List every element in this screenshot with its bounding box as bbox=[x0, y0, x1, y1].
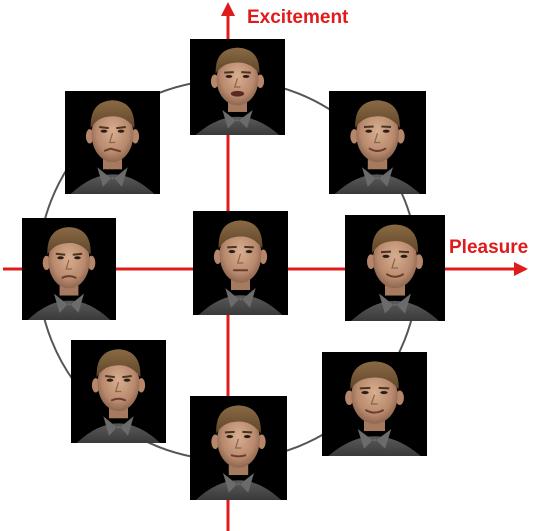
pleasure-axis-arrowhead bbox=[514, 262, 528, 276]
face-left-portrait bbox=[22, 218, 116, 320]
face-top-right-portrait bbox=[329, 91, 426, 194]
face-top-left-portrait bbox=[65, 91, 160, 194]
excitement-axis-arrowhead bbox=[221, 2, 235, 16]
face-bottom-left-portrait bbox=[71, 340, 166, 443]
pleasure-axis-label: Pleasure bbox=[449, 237, 529, 258]
face-right-portrait bbox=[345, 215, 445, 321]
face-center-portrait bbox=[193, 211, 288, 315]
face-top-portrait bbox=[190, 39, 285, 135]
face-bottom-right-portrait bbox=[322, 352, 427, 456]
excitement-axis-label: Excitement bbox=[247, 7, 349, 28]
face-bottom-portrait bbox=[190, 396, 287, 500]
